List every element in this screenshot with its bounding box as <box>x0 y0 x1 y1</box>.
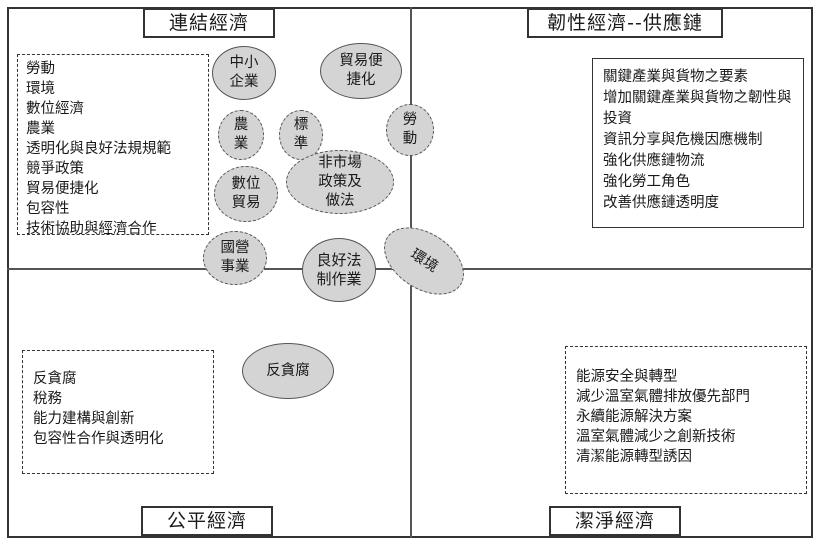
list-item: 減少溫室氣體排放優先部門 <box>576 389 750 405</box>
bubble-sme: 中小 企業 <box>212 46 276 100</box>
list-item: 稅務 <box>33 391 62 407</box>
title-fair-economy: 公平經濟 <box>141 506 273 536</box>
bubble-standards: 標 準 <box>279 110 323 160</box>
list-item: 勞動 <box>26 61 55 77</box>
list-item: 反貪腐 <box>33 371 77 387</box>
list-connected-economy: 勞動 環境 數位經濟 農業 透明化與良好法規規範 競爭政策 貿易便捷化 包容性 … <box>17 54 209 237</box>
list-item: 貿易便捷化 <box>26 181 99 197</box>
list-item: 環境 <box>26 81 55 97</box>
bubble-non-market-policies: 非市場 政策及 做法 <box>286 150 394 214</box>
list-item: 增加關鍵產業與貨物之韌性與投資 <box>603 90 792 127</box>
list-item: 強化勞工角色 <box>603 174 690 190</box>
list-item: 溫室氣體減少之創新技術 <box>576 429 736 445</box>
list-item: 透明化與良好法規規範 <box>26 141 171 157</box>
bubble-soe: 國營 事業 <box>203 231 267 285</box>
list-fair-economy: 反貪腐 稅務 能力建構與創新 包容性合作與透明化 <box>22 350 214 474</box>
list-item: 能源安全與轉型 <box>576 369 678 385</box>
list-item: 技術協助與經濟合作 <box>26 221 157 237</box>
list-item: 資訊分享與危機因應機制 <box>603 132 763 148</box>
list-item: 包容性合作與透明化 <box>33 431 164 447</box>
list-item: 清潔能源轉型誘因 <box>576 449 692 465</box>
list-item: 永續能源解決方案 <box>576 409 692 425</box>
bubble-labor: 勞 動 <box>386 104 434 156</box>
bubble-good-regulatory-practice: 良好法 制作業 <box>302 238 376 302</box>
list-item: 關鍵產業與貨物之要素 <box>603 69 748 85</box>
list-item: 強化供應鏈物流 <box>603 153 705 169</box>
list-item: 數位經濟 <box>26 101 84 117</box>
list-item: 能力建構與創新 <box>33 411 135 427</box>
bubble-digital-trade: 數位 貿易 <box>214 166 278 222</box>
list-item: 農業 <box>26 121 55 137</box>
list-item: 競爭政策 <box>26 161 84 177</box>
bubble-trade-facilitation: 貿易便 捷化 <box>320 43 402 99</box>
title-clean-economy: 潔淨經濟 <box>549 506 681 536</box>
list-item: 包容性 <box>26 201 70 217</box>
list-resilient-economy: 關鍵產業與貨物之要素 增加關鍵產業與貨物之韌性與投資 資訊分享與危機因應機制 強… <box>592 58 804 228</box>
bubble-anti-corruption: 反貪腐 <box>242 343 334 399</box>
title-connected-economy: 連結經濟 <box>143 8 275 38</box>
list-item: 改善供應鏈透明度 <box>603 195 719 211</box>
list-clean-economy: 能源安全與轉型 減少溫室氣體排放優先部門 永續能源解決方案 溫室氣體減少之創新技… <box>565 346 807 494</box>
bubble-agriculture: 農 業 <box>218 110 264 160</box>
title-resilient-economy: 韌性經濟--供應鏈 <box>527 8 723 38</box>
